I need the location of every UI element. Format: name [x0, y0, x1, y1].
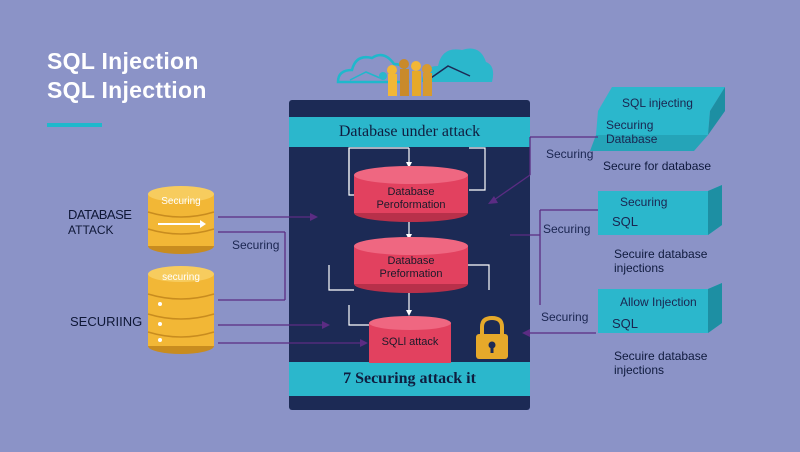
page-subtitle: SQL Injecttion [47, 77, 207, 103]
cloud-illustration [336, 48, 494, 96]
database-cylinder-label: Database Preformation [352, 255, 470, 281]
right-panel-line1: Allow Injection [620, 295, 697, 309]
right-panel-line2: SQL [612, 316, 639, 331]
right-arrow-label: Securing [541, 310, 589, 324]
left-connectors [218, 213, 368, 347]
right-panel-caption-2: injections [614, 363, 665, 377]
right-panel-line1: Securing [620, 195, 668, 209]
right-panel [590, 87, 725, 151]
cloud-icon [336, 53, 410, 84]
lock-icon [476, 315, 508, 359]
tower-footer-text: 7 Securing attack it [343, 370, 476, 387]
database-cylinder-label: Database Peroformation [352, 186, 470, 212]
right-panel-line2: Securing [606, 118, 654, 132]
title-underline [47, 123, 102, 127]
cylinder-line1: Database [387, 186, 435, 198]
tower-header: Database under attack [289, 117, 530, 147]
tower-flow-lines [328, 147, 490, 326]
people-icon [379, 59, 432, 96]
database-cylinder [354, 237, 468, 293]
database-icon [147, 186, 215, 254]
label-database: DATABASE [68, 207, 132, 222]
label-attack: ATTACK [68, 223, 114, 237]
right-panel-caption: Secure for database [603, 159, 712, 173]
database-top-label: securing [162, 272, 200, 283]
right-panel [598, 283, 722, 333]
cylinder-line1: Database [387, 255, 435, 267]
right-arrow-label: Securing [546, 147, 594, 161]
cylinder-line2: Peroformation [376, 199, 446, 211]
label-securing: SECURIING [70, 314, 143, 329]
cloud-icon [422, 48, 494, 82]
right-panel-caption-1: Secuire database [614, 349, 708, 363]
tower-header-text: Database under attack [338, 123, 481, 140]
right-panel-caption-1: Secuire database [614, 247, 708, 261]
database-cylinder [369, 316, 451, 363]
database-icon [147, 266, 215, 354]
right-arrow-label: Securing [543, 222, 591, 236]
right-panel-line1: SQL injecting [622, 96, 693, 110]
page-title: SQL Injection [47, 48, 199, 74]
database-cylinder-label: SQLl attack [367, 336, 453, 349]
tower-footer: 7 Securing attack it [289, 362, 530, 396]
database-top-label: Securing [161, 196, 201, 207]
database-cylinder [354, 166, 468, 222]
right-panel [598, 185, 722, 235]
right-panel-line3: Database [606, 132, 658, 146]
cylinder-line2: Preformation [379, 268, 443, 280]
right-panel-caption-2: injections [614, 261, 665, 275]
right-panel-line2: SQL [612, 214, 639, 229]
left-arrow-label: Securing [232, 238, 280, 252]
cylinder-line1: SQLl attack [381, 336, 439, 348]
right-connectors [488, 136, 598, 337]
